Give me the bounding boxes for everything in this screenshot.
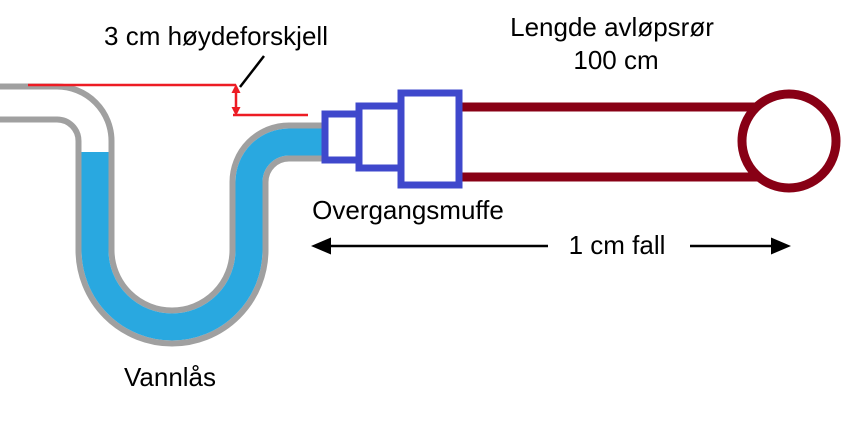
height-difference-label: 3 cm høydeforskjell	[104, 21, 328, 51]
fall-arrowhead-left-icon	[311, 237, 331, 255]
trap-label: Vannlås	[123, 362, 217, 392]
coupling-segment-large	[397, 89, 463, 189]
drain-pipe-end-circle	[737, 89, 841, 193]
coupling-segment-medium	[355, 102, 407, 172]
height-label-pointer-line	[239, 55, 265, 88]
height-diff-arrowhead-up-icon	[231, 84, 241, 93]
drain-length-label-line2: 100 cm	[573, 45, 659, 75]
height-diff-arrowhead-down-icon	[231, 107, 241, 116]
fall-arrowhead-right-icon	[771, 237, 791, 255]
trap-water	[81, 128, 323, 341]
coupling-label: Overgangsmuffe	[312, 195, 504, 225]
drain-length-label-line1: Lengde avløpsrør	[510, 12, 714, 42]
fall-label: 1 cm fall	[568, 230, 666, 260]
